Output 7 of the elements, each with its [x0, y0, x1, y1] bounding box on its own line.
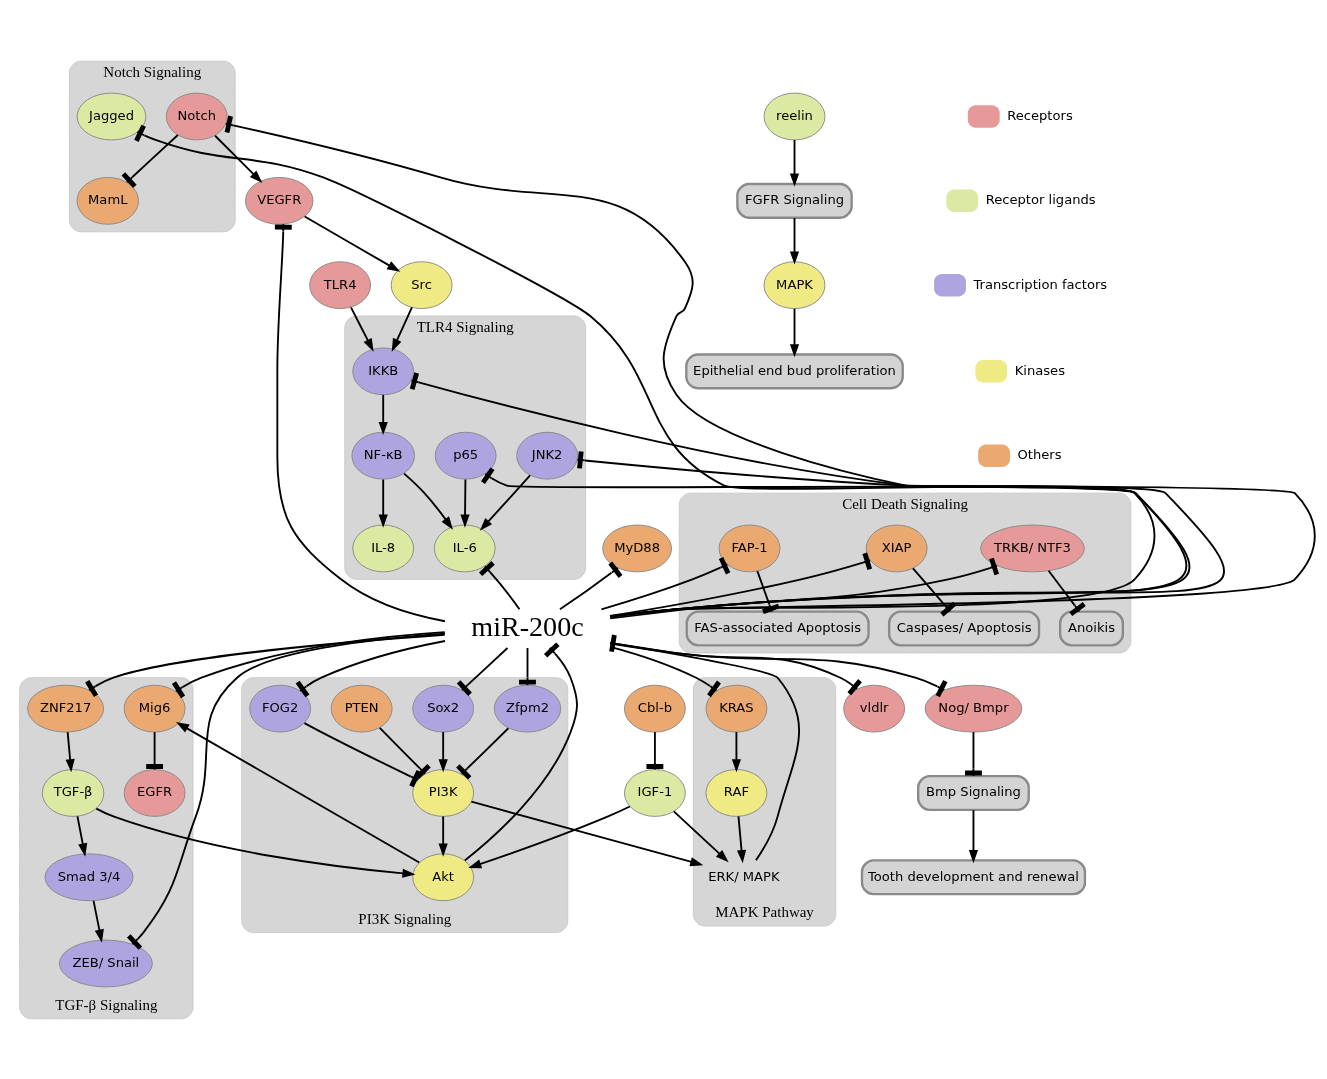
legend-label: Receptor ligands — [985, 191, 1096, 207]
legend-label: Kinases — [1014, 362, 1065, 378]
node-text: miR-200c — [471, 610, 584, 642]
legend-label: Receptors — [1007, 107, 1073, 123]
node-text: ERK/ MAPK — [708, 868, 780, 884]
legend-label: Others — [1017, 446, 1062, 462]
legend-label: Transcription factors — [973, 276, 1108, 292]
